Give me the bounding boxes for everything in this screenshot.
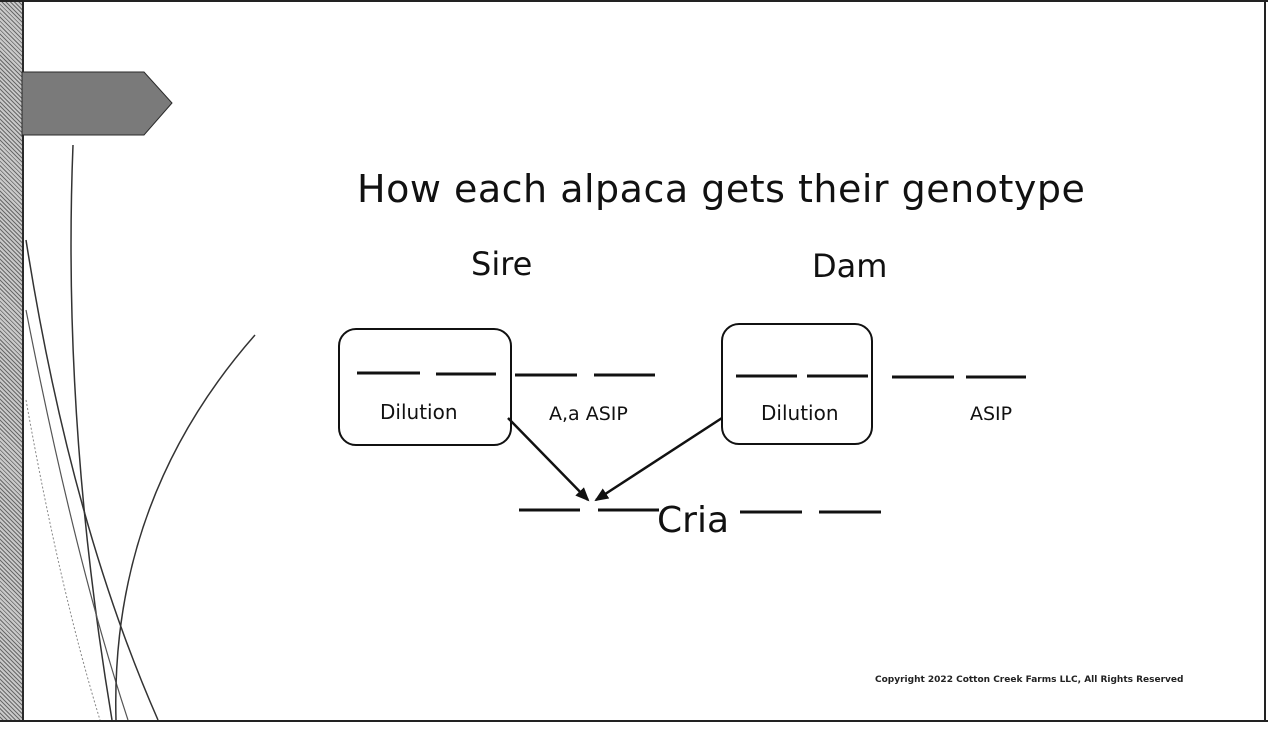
frame-bottom-border bbox=[0, 720, 1268, 722]
dam-label: Dam bbox=[812, 247, 888, 285]
arrow-tab-texture bbox=[21, 71, 173, 136]
decorative-curve-3 bbox=[25, 309, 129, 721]
decorative-curve-4 bbox=[115, 334, 256, 721]
dam-to-cria-arrow bbox=[594, 416, 723, 502]
sire-dilution-box bbox=[338, 328, 512, 446]
sire-asip-label: A,a ASIP bbox=[549, 403, 628, 425]
arrow-tab-shape bbox=[22, 72, 172, 135]
frame-right-border bbox=[1264, 0, 1266, 722]
decorative-curve-5 bbox=[25, 399, 101, 721]
slide-title: How each alpaca gets their genotype bbox=[357, 167, 1086, 211]
dam-dilution-box bbox=[721, 323, 873, 445]
dam-dilution-label: Dilution bbox=[761, 401, 839, 425]
sire-dilution-label: Dilution bbox=[380, 400, 458, 424]
copyright-notice: Copyright 2022 Cotton Creek Farms LLC, A… bbox=[875, 675, 1184, 685]
sire-to-cria-arrow bbox=[507, 417, 590, 502]
left-texture-bar bbox=[0, 0, 24, 722]
cria-label: Cria bbox=[657, 500, 729, 541]
frame-top-border bbox=[0, 0, 1268, 2]
decorative-curve-2 bbox=[25, 239, 159, 721]
sire-label: Sire bbox=[471, 245, 533, 283]
decorative-curve-1 bbox=[70, 144, 113, 721]
dam-asip-label: ASIP bbox=[970, 403, 1013, 425]
left-bar-edge bbox=[22, 0, 24, 722]
